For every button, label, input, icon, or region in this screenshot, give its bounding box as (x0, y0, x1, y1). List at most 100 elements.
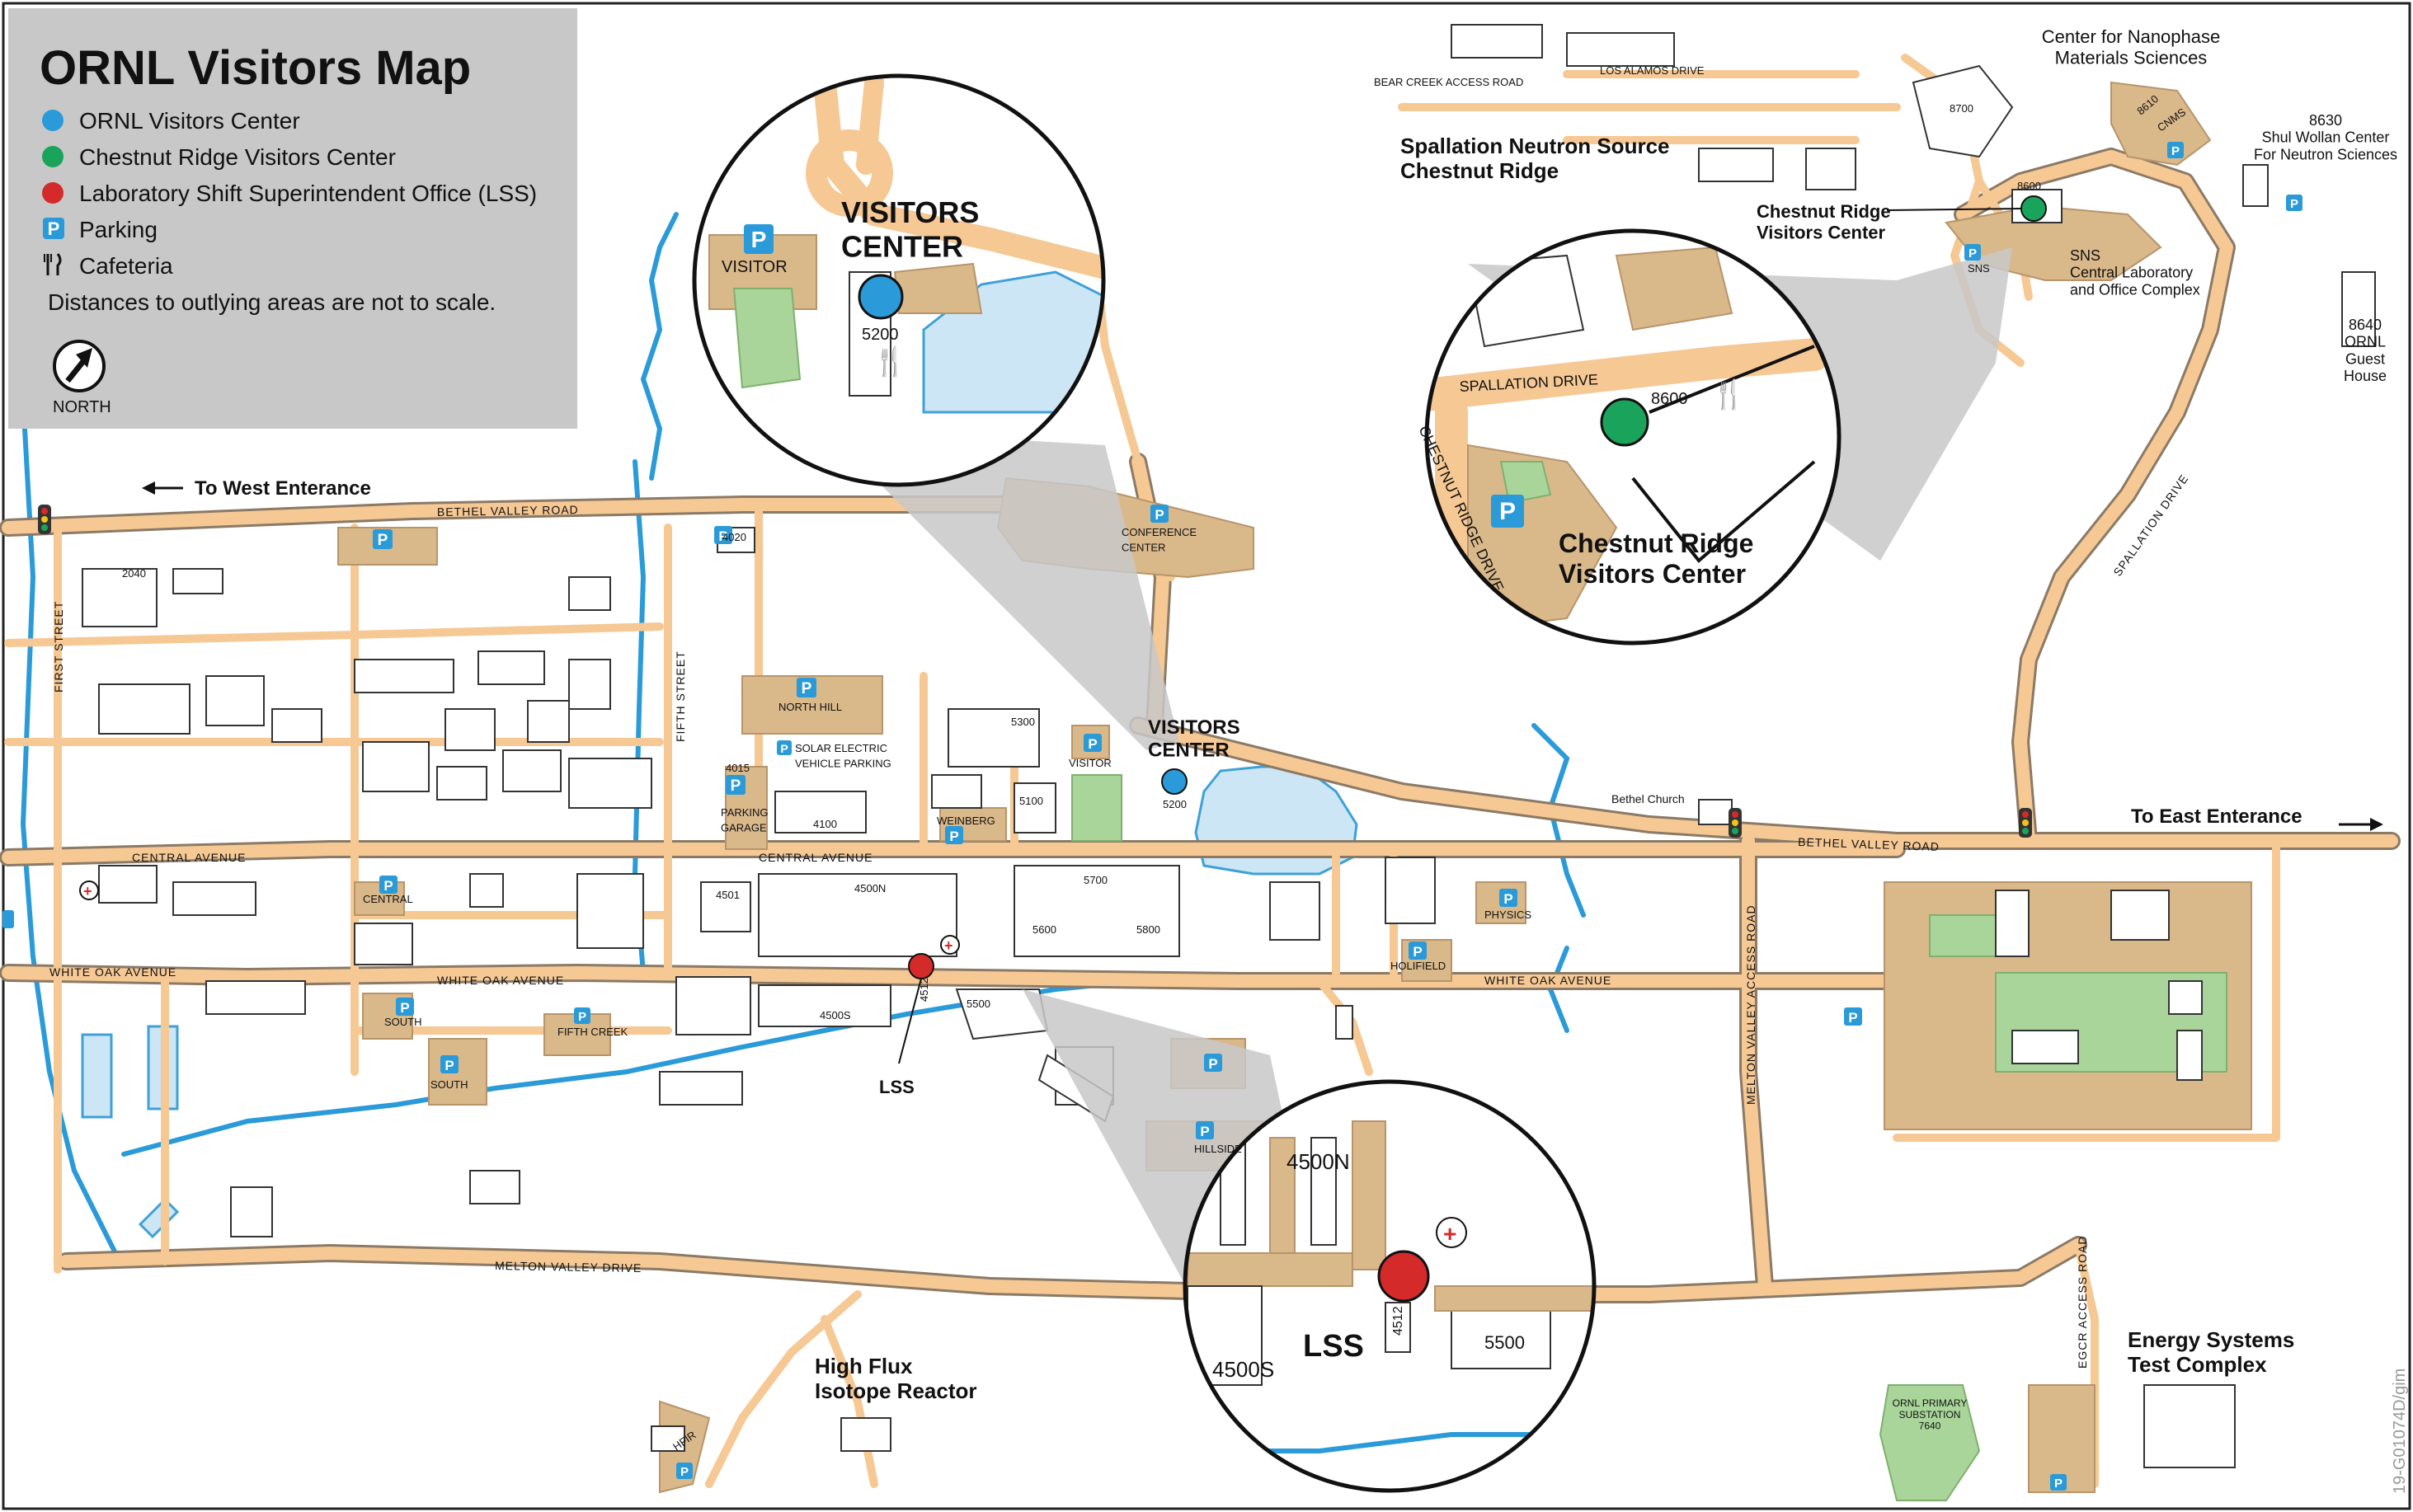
svg-text:5600: 5600 (1032, 923, 1056, 936)
traffic-light-icon-3 (2019, 808, 2032, 838)
direction-west: To West Enterance (142, 477, 371, 500)
medical-icon (1436, 1217, 1467, 1248)
inset-lss: + LSS 4500N 4500S 5500 4512 (1183, 1079, 1597, 1493)
medical-icon-main (940, 935, 960, 955)
svg-text:P: P (1088, 736, 1097, 752)
legend-title: ORNL Visitors Map (40, 41, 471, 95)
medical-icon-west (79, 880, 99, 900)
svg-text:P: P (444, 1058, 454, 1073)
legend: ORNL Visitors Map ORNL Visitors Center C… (8, 8, 577, 429)
svg-text:P: P (780, 742, 788, 755)
svg-text:+: + (944, 937, 953, 954)
parking-icon: P (1150, 505, 1169, 523)
svg-text:P: P (378, 532, 388, 549)
fork-knife-icon (44, 253, 62, 275)
cr-inset-building: 8600 (1651, 390, 1688, 408)
svg-text:P: P (1499, 498, 1516, 525)
parking-icon: P (396, 998, 414, 1016)
parking-icon: P (726, 775, 746, 795)
legend-item-parking: Parking (79, 217, 158, 242)
parking-icon: P (1499, 889, 1517, 907)
vc-inset-building: 5200 (862, 326, 899, 344)
svg-text:4512: 4512 (918, 978, 930, 1002)
svg-text:To West Enterance: To West Enterance (195, 477, 371, 500)
lot-weinberg: WEINBERG (937, 815, 995, 827)
fork-knife-icon: 🍴 (873, 345, 907, 378)
svg-text:+: + (1443, 1221, 1456, 1247)
legend-note: Distances to outlying areas are not to s… (48, 289, 496, 315)
svg-text:P: P (1208, 1056, 1217, 1072)
road-label-whiteoak-3: WHITE OAK AVENUE (1484, 974, 1611, 987)
svg-text:4020: 4020 (722, 531, 746, 543)
lot-holifield: HOLIFIELD (1390, 960, 1446, 972)
svg-text:P: P (1968, 247, 1977, 261)
parking-icon: P (1844, 1007, 1862, 1026)
svg-text:P: P (578, 1010, 586, 1024)
legend-north-label: NORTH (53, 398, 111, 416)
cr-inset-marker (1600, 397, 1649, 447)
svg-text:P: P (751, 227, 767, 252)
svg-text:P: P (680, 1465, 689, 1479)
inset-chestnut-ridge: 8600 🍴 P SPALLATION DRIVE CHESTNUT RIDGE… (1415, 228, 1842, 646)
svg-text:P: P (1848, 1010, 1857, 1026)
buildings (82, 24, 2376, 1468)
parking-icon: P (2167, 142, 2184, 158)
legend-lss-swatch (42, 182, 64, 204)
svg-text:4100: 4100 (813, 818, 837, 830)
road-label-whiteoak-1: WHITE OAK AVENUE (49, 965, 176, 979)
svg-text:8600: 8600 (2017, 180, 2041, 192)
chestnut-ridge-marker (2020, 195, 2047, 222)
svg-text:5200: 5200 (1163, 798, 1187, 810)
svg-text:P: P (1503, 891, 1512, 907)
legend-item-visitors: ORNL Visitors Center (79, 108, 300, 134)
direction-east: To East Enterance (2131, 805, 2383, 831)
lot-south2: SOUTH (430, 1078, 468, 1091)
svg-text:4500S: 4500S (820, 1009, 851, 1021)
svg-text:5100: 5100 (1019, 795, 1043, 807)
parking-icon: P (1964, 244, 1981, 261)
legend-visitors-swatch (42, 110, 64, 131)
parking-icon: P (676, 1463, 693, 1479)
road-label-bethel-east: BETHEL VALLEY ROAD (1798, 835, 1940, 853)
lot-physics: PHYSICS (1484, 909, 1531, 921)
label-bethel-church: Bethel Church (1611, 792, 1685, 805)
building-8700 (1912, 64, 2014, 158)
north-arrow-icon (53, 340, 106, 392)
svg-text:+: + (83, 883, 92, 899)
lot-north-hill: NORTH HILL (778, 701, 842, 713)
lot-hillside: HILLSIDE (1194, 1143, 1242, 1155)
parking-icon: P (1409, 941, 1427, 960)
svg-text:P: P (949, 829, 958, 844)
svg-text:P: P (802, 680, 812, 697)
parking-icon (43, 218, 64, 239)
svg-text:P: P (1413, 944, 1422, 960)
road-label-egcr: EGCR ACCESS ROAD (2076, 1236, 2089, 1369)
lss-inset-b4: 4512 (1391, 1306, 1405, 1336)
road-label-bethel-west: BETHEL VALLEY ROAD (437, 503, 579, 519)
svg-text:5800: 5800 (1136, 923, 1160, 936)
lss-inset-title: LSS (1303, 1329, 1364, 1364)
label-lss: LSS (879, 1077, 915, 1097)
svg-text:To East Enterance: To East Enterance (2131, 805, 2302, 828)
svg-text:P: P (383, 878, 393, 894)
road-label-fifth-street: FIFTH STREET (674, 650, 687, 742)
markers: + + (38, 195, 2047, 1064)
arrow-left-icon (142, 481, 155, 495)
svg-text:2040: 2040 (122, 567, 146, 580)
parking-icon: P (797, 678, 816, 697)
road-label-first-street: FIRST STREET (52, 601, 65, 693)
svg-text:5700: 5700 (1084, 874, 1108, 886)
